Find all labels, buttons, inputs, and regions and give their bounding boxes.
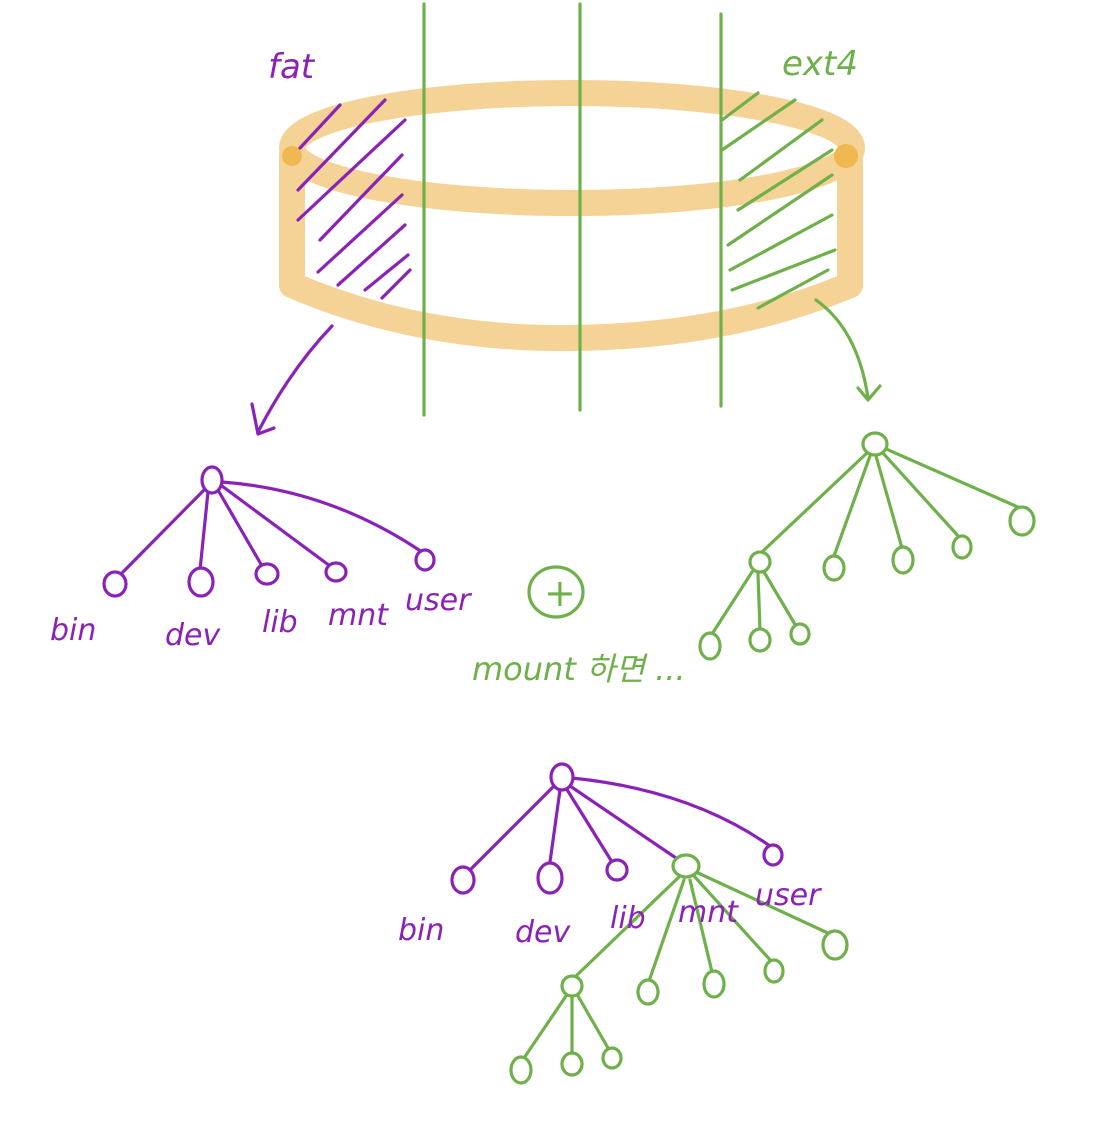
disk-bottom-rim <box>279 272 863 352</box>
fat-tree-node-dev <box>187 566 215 598</box>
fat-tree-node-bin <box>102 570 128 598</box>
fat-tree-label-mnt: mnt <box>328 598 389 633</box>
fat-partition-hatch <box>296 98 412 300</box>
ext4-tree-node-2 <box>822 554 846 582</box>
ext4-tree-node-1 <box>748 550 772 574</box>
merged-tree-label-lib: lib <box>610 901 646 936</box>
merged-tree-root <box>549 762 575 792</box>
ext4-tree <box>698 431 1036 661</box>
fat-tree-node-mnt <box>324 561 348 583</box>
ext4-tree-node-7 <box>748 627 772 653</box>
ext4-arrow <box>814 298 882 402</box>
mount-caption: mount 하면 ... <box>472 650 686 688</box>
merged-tree-green-node-5 <box>821 929 849 961</box>
partition-dividers <box>422 2 723 417</box>
merged-tree-node-user <box>762 843 784 867</box>
ext4-tree-root <box>861 431 889 457</box>
merged-tree-label-user: user <box>755 878 822 913</box>
fat-arrow <box>250 324 334 436</box>
fat-partition-label: fat <box>268 47 316 87</box>
merged-tree-label-mnt: mnt <box>678 895 739 930</box>
merged-tree-green-node-3 <box>702 969 726 999</box>
plus-symbol: + <box>527 565 585 619</box>
merged-tree-node-mnt <box>671 853 701 879</box>
ext4-tree-node-4 <box>951 534 973 560</box>
disk-cylinder <box>279 80 865 352</box>
merged-tree-label-bin: bin <box>398 913 444 948</box>
merged-tree-node-dev <box>536 861 564 895</box>
fat-tree-label-lib: lib <box>262 605 298 640</box>
merged-tree-node-bin <box>450 865 476 895</box>
fat-tree-label-bin: bin <box>50 613 96 648</box>
disk-edge-accent-right <box>834 144 858 168</box>
fat-tree-label-user: user <box>405 583 472 618</box>
ext4-tree-node-5 <box>1008 505 1036 537</box>
ext4-tree-node-6 <box>698 631 722 661</box>
merged-tree-green-node-8 <box>601 1046 623 1070</box>
ext4-partition-label: ext4 <box>782 44 858 84</box>
fat-tree-label-dev: dev <box>165 618 222 653</box>
ext4-partition-hatch <box>720 91 837 310</box>
fat-tree-node-user <box>414 548 436 572</box>
merged-tree-label-dev: dev <box>515 915 572 950</box>
merged-tree-green-node-4 <box>763 958 785 984</box>
merged-tree-green-node-1 <box>560 974 584 998</box>
merged-tree-node-lib <box>605 858 629 882</box>
plus-symbol-text: + <box>544 571 576 615</box>
ext4-tree-node-8 <box>789 622 811 646</box>
merged-tree-green-node-6 <box>509 1055 533 1085</box>
ext4-tree-node-3 <box>891 545 915 575</box>
fat-tree: bin dev lib mnt user <box>50 465 472 653</box>
fat-tree-root <box>200 465 224 495</box>
merged-tree: bin dev lib mnt user <box>398 762 849 1085</box>
merged-tree-green-node-2 <box>636 978 660 1006</box>
disk-edge-accent-left <box>282 146 302 166</box>
merged-tree-green-node-7 <box>560 1051 584 1077</box>
fat-tree-node-lib <box>254 562 280 586</box>
